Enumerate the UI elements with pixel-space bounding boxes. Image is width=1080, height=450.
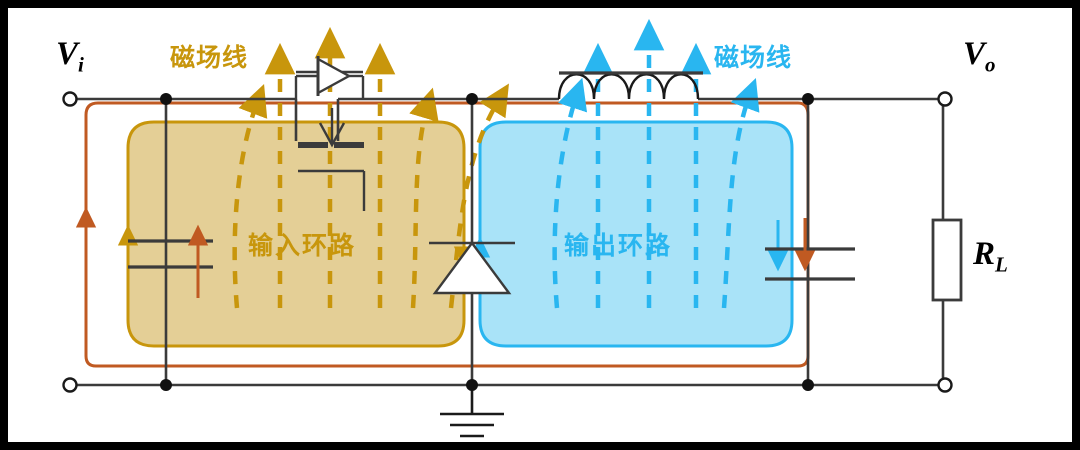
junction-node (160, 379, 172, 391)
junction-node (160, 93, 172, 105)
ground-symbol (440, 385, 504, 438)
output-capacitor (765, 247, 855, 281)
inductor (557, 71, 703, 100)
field-lines-label-output: 磁场线 (714, 43, 793, 72)
field-lines-label-input: 磁场线 (170, 43, 249, 72)
load-resistor (931, 218, 963, 302)
magnetic-field-lines-output (552, 18, 760, 309)
output-terminal-positive (937, 91, 953, 107)
input-terminal-negative (62, 377, 78, 393)
input-terminal-positive (62, 91, 78, 107)
mosfet (294, 56, 366, 211)
diagram-canvas: Vi Vo RL 磁场线 磁场线 输入环路 输出环路 (8, 8, 1072, 442)
circuit-svg (62, 18, 963, 438)
input-voltage-label: Vi (56, 36, 84, 77)
output-terminal-negative (937, 377, 953, 393)
output-voltage-label: Vo (963, 36, 996, 77)
load-resistor-label: RL (973, 236, 1008, 277)
junction-node (802, 93, 814, 105)
input-loop-label: 输入环路 (248, 231, 357, 260)
freewheel-diode (429, 240, 515, 295)
junction-node (466, 379, 478, 391)
junction-node (802, 379, 814, 391)
output-loop-label: 输出环路 (564, 231, 673, 260)
junction-node (466, 93, 478, 105)
terminals-and-nodes (62, 91, 953, 393)
